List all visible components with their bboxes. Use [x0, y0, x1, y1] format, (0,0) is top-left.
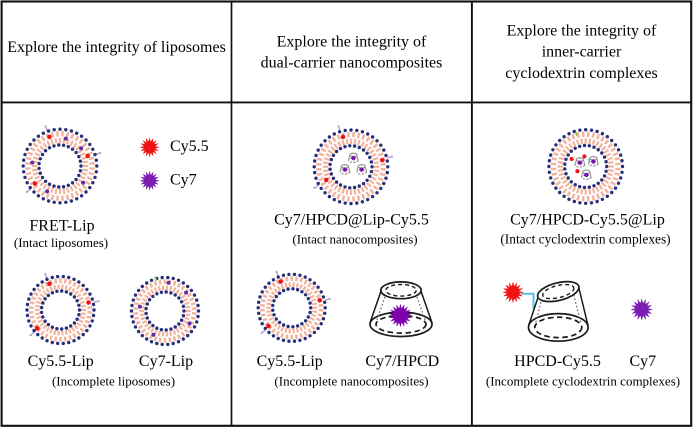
svg-text:Explore the integrity of: Explore the integrity of: [507, 22, 657, 39]
svg-text:(Intact nanocomposites): (Intact nanocomposites): [292, 232, 417, 247]
svg-text:Cy7: Cy7: [170, 172, 197, 189]
svg-text:Cy7: Cy7: [629, 353, 656, 370]
svg-text:Cy7/HPCD-Cy5.5@Lip: Cy7/HPCD-Cy5.5@Lip: [510, 212, 665, 229]
svg-text:dual-carrier nanocomposites: dual-carrier nanocomposites: [261, 55, 443, 72]
svg-text:Cy7/HPCD: Cy7/HPCD: [365, 353, 439, 370]
svg-text:(Incomplete nanocomposites): (Incomplete nanocomposites): [274, 374, 428, 389]
svg-text:Cy5.5-Lip: Cy5.5-Lip: [28, 353, 94, 370]
svg-text:cyclodextrin complexes: cyclodextrin complexes: [505, 65, 657, 82]
svg-text:Cy5.5-Lip: Cy5.5-Lip: [257, 353, 323, 370]
svg-text:Cy5.5: Cy5.5: [170, 138, 209, 155]
svg-text:Cy7/HPCD@Lip-Cy5.5: Cy7/HPCD@Lip-Cy5.5: [274, 212, 429, 229]
svg-text:inner-carrier: inner-carrier: [542, 44, 622, 61]
svg-text:(Intact cyclodextrin complexes: (Intact cyclodextrin complexes): [500, 232, 670, 247]
svg-text:Explore the integrity of lipos: Explore the integrity of liposomes: [7, 39, 226, 56]
svg-text:FRET-Lip: FRET-Lip: [29, 218, 94, 235]
svg-text:(Incomplete liposomes): (Incomplete liposomes): [52, 374, 175, 389]
svg-text:(Incomplete cyclodextrin compl: (Incomplete cyclodextrin complexes): [486, 374, 680, 389]
svg-text:HPCD-Cy5.5: HPCD-Cy5.5: [514, 353, 601, 370]
svg-text:(Intact liposomes): (Intact liposomes): [14, 235, 108, 250]
svg-text:Explore the integrity of: Explore the integrity of: [277, 33, 427, 50]
svg-text:Cy7-Lip: Cy7-Lip: [139, 353, 193, 370]
